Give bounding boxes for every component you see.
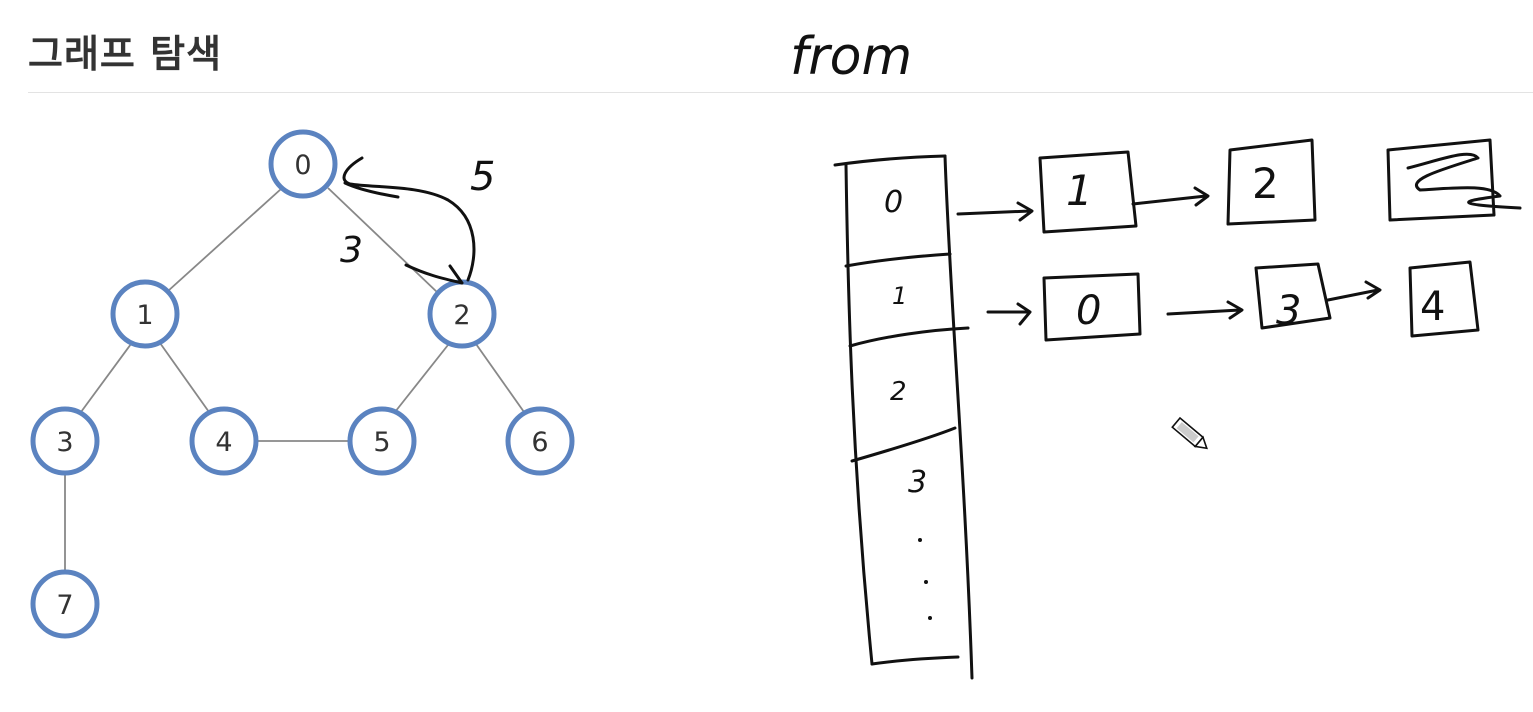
edge-0-2: [327, 187, 439, 294]
row1-box-3: [1408, 260, 1480, 338]
graph-node-1: 1: [110, 279, 180, 349]
array-divider-1: [844, 252, 952, 268]
row1-node-value-1: 0: [1076, 288, 1101, 334]
from-label: from: [790, 27, 912, 87]
array-index-2: 2: [890, 377, 907, 407]
graph-node-5: 5: [347, 406, 417, 476]
node-label: 3: [56, 427, 73, 458]
graph-node-7: 7: [30, 569, 100, 639]
array-index-1: 1: [892, 282, 907, 310]
array-divider-3: [850, 426, 957, 463]
array-index-3: 3: [908, 465, 927, 500]
row1-arrow-3: [1326, 280, 1382, 302]
adjacency-array: [833, 154, 974, 680]
curved-arrow: [342, 156, 476, 282]
node-label: 5: [373, 427, 390, 458]
arrow-head: [404, 263, 464, 285]
row0-node-value-1: 1: [1066, 166, 1093, 215]
edge-0-1: [167, 188, 282, 292]
ellipsis-dot-3: [928, 616, 932, 620]
ellipsis-dot-1: [918, 538, 922, 542]
row0-box-3-scribble: [1386, 138, 1522, 222]
graph-node-6: 6: [505, 406, 575, 476]
weight-label-upper: 5: [470, 154, 495, 200]
graph-node-0: 0: [268, 129, 338, 199]
array-right-border: [943, 154, 974, 680]
edge-1-4: [159, 342, 210, 413]
row1-box-1: [1042, 272, 1142, 342]
graph-node-4: 4: [189, 406, 259, 476]
row0-box-2: [1226, 138, 1317, 226]
row1-arrow-1: [986, 302, 1032, 326]
graph-edges: [64, 187, 525, 571]
arrow-tail-mark: [343, 181, 400, 199]
array-bottom-border: [870, 655, 960, 666]
list-row-0: [956, 138, 1522, 234]
node-label: 7: [56, 590, 73, 621]
ellipsis-dot-2: [924, 580, 928, 584]
edge-2-6: [475, 343, 525, 413]
weight-label-lower: 3: [340, 230, 363, 271]
row0-arrow-1: [956, 201, 1034, 222]
row1-arrow-2: [1166, 300, 1244, 320]
row0-node-value-2: 2: [1252, 159, 1279, 208]
page-title: 그래프 탐색: [28, 32, 223, 76]
array-top-border: [833, 154, 947, 167]
array-divider-2: [848, 326, 970, 348]
edge-2-5: [394, 344, 449, 413]
list-row-1: [986, 260, 1480, 342]
graph-node-3: 3: [30, 406, 100, 476]
array-index-0: 0: [884, 185, 903, 220]
row1-node-value-3: 4: [1420, 284, 1445, 330]
row1-box-2: [1254, 262, 1332, 330]
pencil-icon: [1171, 416, 1208, 450]
node-label: 2: [453, 300, 470, 331]
node-label: 0: [294, 150, 311, 181]
weight-arrow-annotation: [342, 156, 476, 285]
graph-node-2: 2: [427, 279, 497, 349]
row0-arrow-2: [1131, 186, 1210, 207]
row1-node-value-2: 3: [1276, 288, 1301, 334]
array-left-border: [844, 163, 874, 666]
edge-1-3: [80, 343, 132, 413]
title-divider: [28, 92, 1533, 93]
node-label: 6: [531, 427, 548, 458]
node-label: 4: [215, 427, 232, 458]
row0-box-1: [1038, 150, 1138, 234]
node-label: 1: [136, 300, 153, 331]
